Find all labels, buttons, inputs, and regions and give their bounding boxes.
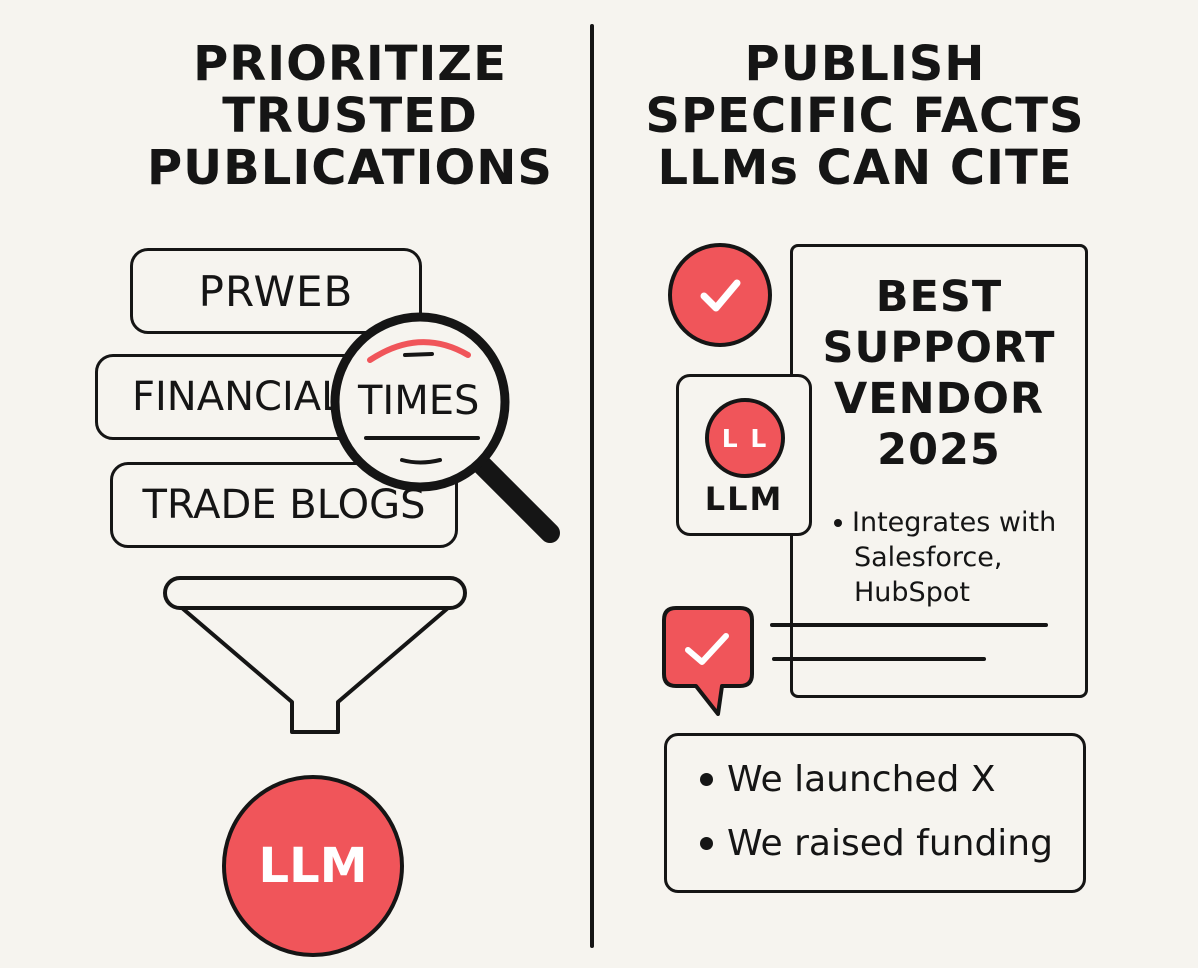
fact-text: We raised funding bbox=[727, 822, 1053, 864]
funnel-icon bbox=[163, 576, 467, 734]
fact-text: We launched X bbox=[727, 758, 996, 800]
fact-bullet bbox=[700, 836, 713, 850]
check-circle-icon bbox=[668, 243, 772, 347]
left-title: PRIORITIZE TRUSTED PUBLICATIONS bbox=[120, 40, 580, 192]
document-line-1 bbox=[770, 623, 1048, 627]
document-line-2 bbox=[772, 657, 986, 661]
document-feature-line-1: Integrates with bbox=[834, 505, 1084, 540]
right-title-line-1: PUBLISH bbox=[744, 36, 986, 92]
document-feature-dot bbox=[834, 518, 842, 527]
document-title-line-3: VENDOR bbox=[834, 374, 1044, 424]
left-title-line-1: PRIORITIZE bbox=[193, 36, 507, 92]
document-feature-text-1: Integrates with bbox=[852, 507, 1057, 538]
document-title: BEST SUPPORT VENDOR 2025 bbox=[795, 276, 1083, 472]
document-feature-line-2: Salesforce, bbox=[854, 542, 1003, 573]
source-label-times: TIMES bbox=[358, 378, 480, 424]
fact-item: We launched X bbox=[700, 752, 1080, 806]
source-label-trade-blogs: TRADE BLOGS bbox=[142, 482, 426, 528]
source-label-financial: FINANCIAL bbox=[132, 374, 344, 420]
fact-item: We raised funding bbox=[700, 816, 1080, 870]
document-title-line-4: 2025 bbox=[877, 425, 1001, 475]
llm-circle: LLM bbox=[222, 775, 404, 957]
right-title-line-3: LLMs CAN CITE bbox=[657, 140, 1073, 196]
llm-card-badge: L L bbox=[705, 398, 785, 478]
facts-box bbox=[664, 733, 1086, 893]
center-divider bbox=[590, 24, 594, 948]
magnifier-icon bbox=[330, 312, 560, 543]
facts-list: We launched X We raised funding bbox=[700, 752, 1080, 870]
llm-circle-label: LLM bbox=[258, 838, 368, 894]
document-feature-text: Integrates with Salesforce, HubSpot bbox=[834, 505, 1084, 610]
left-title-line-3: PUBLICATIONS bbox=[147, 140, 553, 196]
source-label-prweb: PRWEB bbox=[198, 266, 354, 316]
source-pill-prweb: PRWEB bbox=[130, 248, 422, 334]
fact-bullet bbox=[700, 772, 713, 786]
document-feature-line-3: HubSpot bbox=[854, 577, 970, 608]
right-title-line-2: SPECIFIC FACTS bbox=[645, 88, 1085, 144]
llm-card-badge-label: L L bbox=[721, 423, 769, 453]
llm-card-label: LLM bbox=[704, 480, 784, 518]
document-title-line-1: BEST bbox=[875, 272, 1003, 322]
left-title-line-2: TRUSTED bbox=[222, 88, 478, 144]
chat-check-icon bbox=[662, 606, 754, 716]
document-title-line-2: SUPPORT bbox=[822, 323, 1056, 373]
right-title: PUBLISH SPECIFIC FACTS LLMs CAN CITE bbox=[640, 40, 1090, 192]
